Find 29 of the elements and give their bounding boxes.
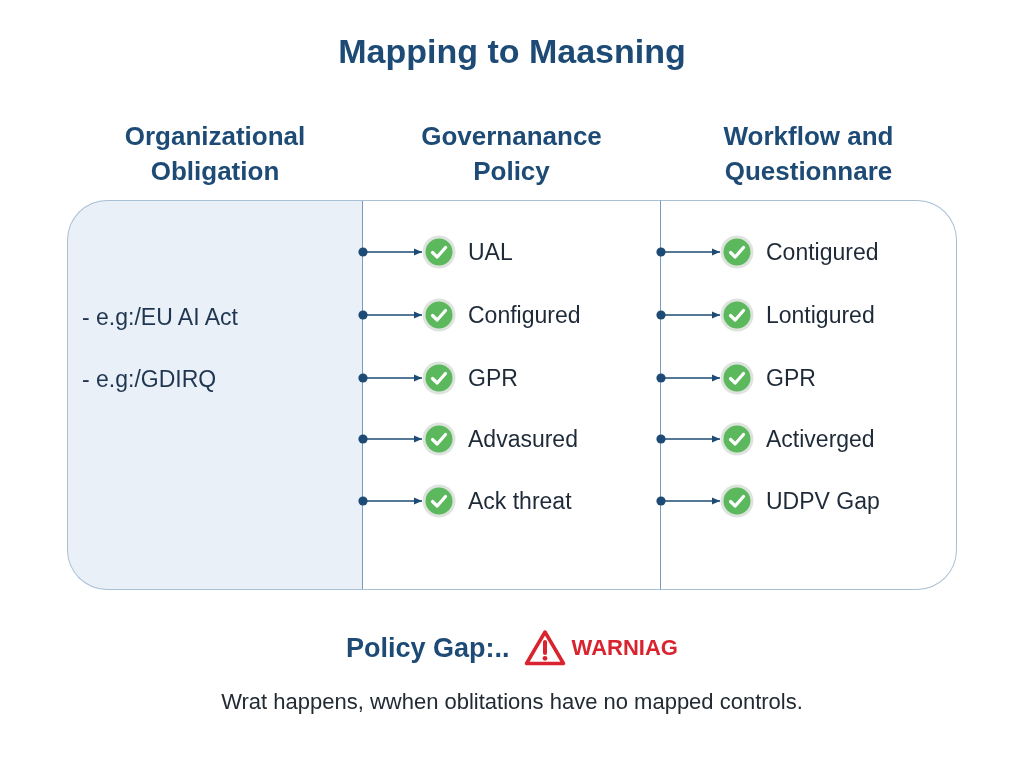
arrow (656, 373, 721, 383)
item-label: UDPV Gap (766, 487, 880, 515)
column-heading: Governanance Policy (420, 120, 603, 188)
arrow (656, 310, 721, 320)
arrow (358, 247, 423, 257)
item-label: Contigured (766, 238, 879, 266)
arrow (358, 434, 423, 444)
arrow (656, 496, 721, 506)
arrow (358, 496, 423, 506)
gap-heading: Policy Gap:.. (346, 632, 510, 665)
note-text: Wrat happens, wwhen oblitations have no mapped controls. (221, 688, 803, 716)
item-label: Ack threat (468, 487, 572, 515)
diagram-title: Mapping to Maasning (338, 31, 686, 72)
column-heading: Organizational Obligation (123, 120, 307, 188)
example-text: - e.g:/GDIRQ (82, 365, 217, 393)
item-label: Advasured (468, 425, 578, 453)
item-label: UAL (468, 238, 513, 266)
arrow (358, 310, 423, 320)
arrow (656, 434, 721, 444)
column-heading: Workflow and Questionnare (722, 120, 895, 188)
item-label: Lontigured (766, 301, 875, 329)
example-text: - e.g:/EU AI Act (82, 303, 238, 331)
item-label: Configured (468, 301, 581, 329)
item-label: Activerged (766, 425, 875, 453)
item-label: GPR (468, 364, 518, 392)
arrow (656, 247, 721, 257)
arrow (358, 373, 423, 383)
warning-text: WARNIAG (571, 634, 678, 662)
item-label: GPR (766, 364, 816, 392)
